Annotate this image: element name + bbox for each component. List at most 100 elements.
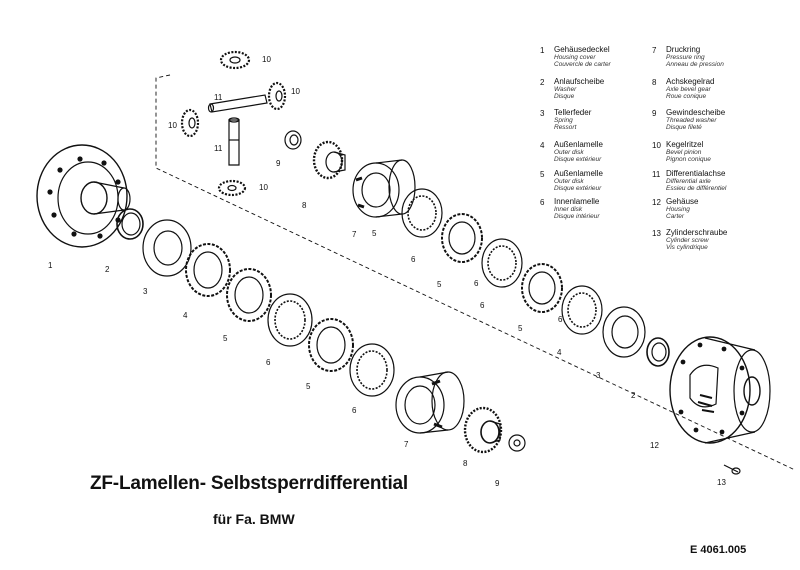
legend-number: 12 <box>652 198 661 207</box>
legend-german: Gehäusedeckel <box>554 45 610 54</box>
callout-label: 1 <box>48 261 53 270</box>
legend-french: Disque extérieur <box>554 156 602 163</box>
bevel-pinion-right <box>267 81 287 111</box>
callout-label: 10 <box>291 87 300 96</box>
bevel-pinion-top <box>219 50 251 70</box>
bevel-pinion-left <box>180 108 200 138</box>
callout-label: 10 <box>262 55 271 64</box>
legend-french: Vis cylindrique <box>666 244 708 251</box>
spring-right <box>602 306 646 358</box>
inner-disk-6b <box>349 343 395 397</box>
legend-english: Threaded washer <box>666 116 717 124</box>
legend-english: Cylinder screw <box>666 236 709 244</box>
legend-english: Housing <box>666 205 690 213</box>
callout-label: 2 <box>631 391 636 400</box>
inner-disk-6e <box>561 285 603 335</box>
inner-disk-6 <box>267 293 313 347</box>
legend-english: Bevel pinion <box>666 148 702 156</box>
differential-axle-horizontal <box>207 94 268 113</box>
legend-german: Außenlamelle <box>554 169 603 178</box>
legend-german: Druckring <box>666 45 701 54</box>
outer-disk-5c <box>441 213 483 263</box>
legend-french: Disque fileté <box>666 124 702 131</box>
callout-labels: 1 2 3 4 5 6 5 6 5 6 7 8 9 10 10 10 10 11… <box>48 55 726 488</box>
callout-label: 8 <box>463 459 468 468</box>
bevel-pinion-bottom <box>217 179 247 197</box>
axle-bevel-gear-lower <box>463 406 503 454</box>
callout-label: 3 <box>143 287 148 296</box>
legend-german: Tellerfeder <box>554 108 592 117</box>
callout-label: 7 <box>404 440 409 449</box>
legend-english: Housing cover <box>554 53 596 61</box>
callout-label: 7 <box>352 230 357 239</box>
pressure-ring-upper <box>352 159 416 218</box>
callout-label: 5 <box>518 324 523 333</box>
legend-french: Essieu de différentiel <box>666 185 727 192</box>
axle-bevel-gear-upper <box>312 140 346 180</box>
legend-number: 8 <box>652 78 657 87</box>
legend-french: Carter <box>666 213 685 220</box>
legend-german: Differentialachse <box>666 169 726 178</box>
callout-label: 6 <box>266 358 271 367</box>
pinion-group-bracket <box>155 74 796 471</box>
callout-label: 6 <box>352 406 357 415</box>
callout-label: 2 <box>105 265 110 274</box>
cylinder-screw <box>723 464 741 475</box>
legend-number: 5 <box>540 170 545 179</box>
outer-disk-4 <box>185 243 231 297</box>
legend-french: Anneau de pression <box>666 61 724 68</box>
drawing-number: E 4061.005 <box>690 544 747 556</box>
callout-label: 5 <box>223 334 228 343</box>
legend-french: Disque extérieur <box>554 185 602 192</box>
threaded-washer-upper <box>284 130 302 150</box>
legend-german: Zylinderschraube <box>666 228 728 237</box>
differential-housing <box>669 336 771 444</box>
legend-french: Ressort <box>554 124 577 131</box>
callout-label: 10 <box>259 183 268 192</box>
legend-number: 3 <box>540 109 545 118</box>
callout-label: 5 <box>306 382 311 391</box>
callout-label: 6 <box>480 301 485 310</box>
callout-label: 6 <box>558 315 563 324</box>
legend-german: Achskegelrad <box>666 77 715 86</box>
callout-label: 9 <box>495 479 500 488</box>
washer-left <box>116 208 144 240</box>
legend-french: Couvercle de carter <box>554 61 611 68</box>
disk-stack-right <box>401 188 670 367</box>
callout-label: 6 <box>474 279 479 288</box>
legend-number: 10 <box>652 141 661 150</box>
callout-label: 4 <box>557 348 562 357</box>
legend-german: Anlaufscheibe <box>554 77 605 86</box>
callout-label: 13 <box>717 478 726 487</box>
inner-disk-6c <box>401 188 443 238</box>
callout-label: 11 <box>214 93 223 102</box>
drawing-title: ZF-Lamellen- Selbstsperrdifferential <box>90 473 408 494</box>
callout-label: 8 <box>302 201 307 210</box>
callout-label: 5 <box>437 280 442 289</box>
legend-french: Disque <box>554 93 575 100</box>
legend-number: 6 <box>540 198 545 207</box>
legend-english: Inner disk <box>554 205 583 213</box>
legend-english: Differential axle <box>666 177 711 185</box>
legend-german: Gehäuse <box>666 197 699 206</box>
housing-cover <box>36 144 131 248</box>
legend-english: Outer disk <box>554 148 584 156</box>
legend-french: Pignon conique <box>666 156 711 163</box>
legend-french: Roue conique <box>666 93 707 100</box>
legend-number: 1 <box>540 46 545 55</box>
legend-english: Pressure ring <box>666 53 705 61</box>
inner-disk-6d <box>481 238 523 288</box>
threaded-washer-lower <box>508 434 526 452</box>
legend-french: Disque intérieur <box>554 213 600 220</box>
legend-english: Washer <box>554 85 577 93</box>
legend-german: Außenlamelle <box>554 140 603 149</box>
callout-label: 5 <box>372 229 377 238</box>
outer-disk-5b <box>308 318 354 372</box>
callout-label: 10 <box>168 121 177 130</box>
legend-english: Spring <box>554 116 573 124</box>
outer-disk-5 <box>226 268 272 322</box>
differential-axle-vertical <box>228 117 240 166</box>
